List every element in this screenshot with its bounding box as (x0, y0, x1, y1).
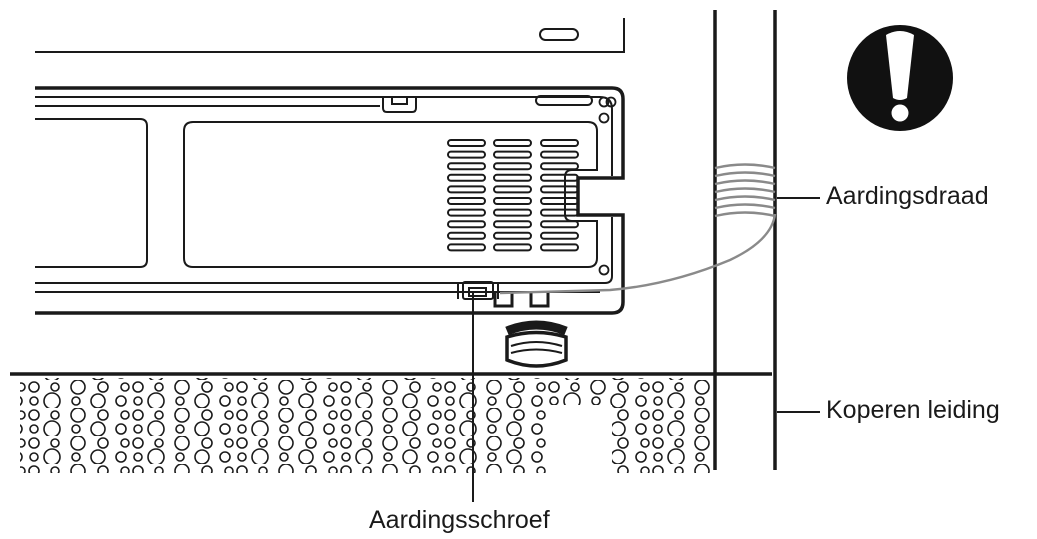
vent-slot (540, 220, 579, 229)
vent-slot (447, 162, 486, 171)
appliance-base (35, 86, 625, 315)
leader-lines (472, 197, 820, 502)
vent-slot (447, 197, 486, 205)
vent-slot (540, 173, 579, 182)
copper-pipe-label: Koperen leiding (826, 396, 1000, 424)
appliance-foot (493, 292, 568, 368)
vent-slot (540, 208, 579, 217)
vent-slot (447, 208, 486, 217)
vent-slots (447, 139, 579, 252)
vent-slot (447, 231, 486, 240)
vent-slot (493, 185, 532, 194)
vent-slot (447, 220, 486, 229)
exclamation-warning-icon (847, 25, 953, 131)
ground-wire-label: Aardingsdraad (826, 182, 989, 210)
vent-slot (540, 231, 579, 240)
vent-slot (493, 220, 532, 229)
ground-screw-label: Aardingsschroef (369, 506, 550, 534)
vent-slot (540, 197, 579, 205)
vent-slot (447, 243, 486, 252)
vent-slot (493, 243, 532, 252)
vent-slot (540, 243, 579, 252)
vent-slot (493, 231, 532, 240)
ground-wire (499, 163, 777, 295)
ground-screw (457, 281, 499, 300)
vent-slot (493, 150, 532, 159)
vent-slot (540, 185, 579, 194)
vent-slot (493, 173, 532, 182)
vent-slot (493, 197, 532, 205)
vent-slot (493, 208, 532, 217)
vent-slot (493, 139, 532, 147)
copper-pipe (713, 10, 777, 470)
vent-slot (540, 139, 579, 147)
vent-slot (447, 150, 486, 159)
vent-slot (540, 150, 579, 159)
vent-slot (447, 173, 486, 182)
appliance-top-outline (35, 18, 625, 53)
vent-slot (447, 139, 486, 147)
vent-slot (493, 162, 532, 171)
vent-slot (540, 162, 579, 171)
floor-gravel-gap (548, 405, 612, 475)
vent-slot (447, 185, 486, 194)
